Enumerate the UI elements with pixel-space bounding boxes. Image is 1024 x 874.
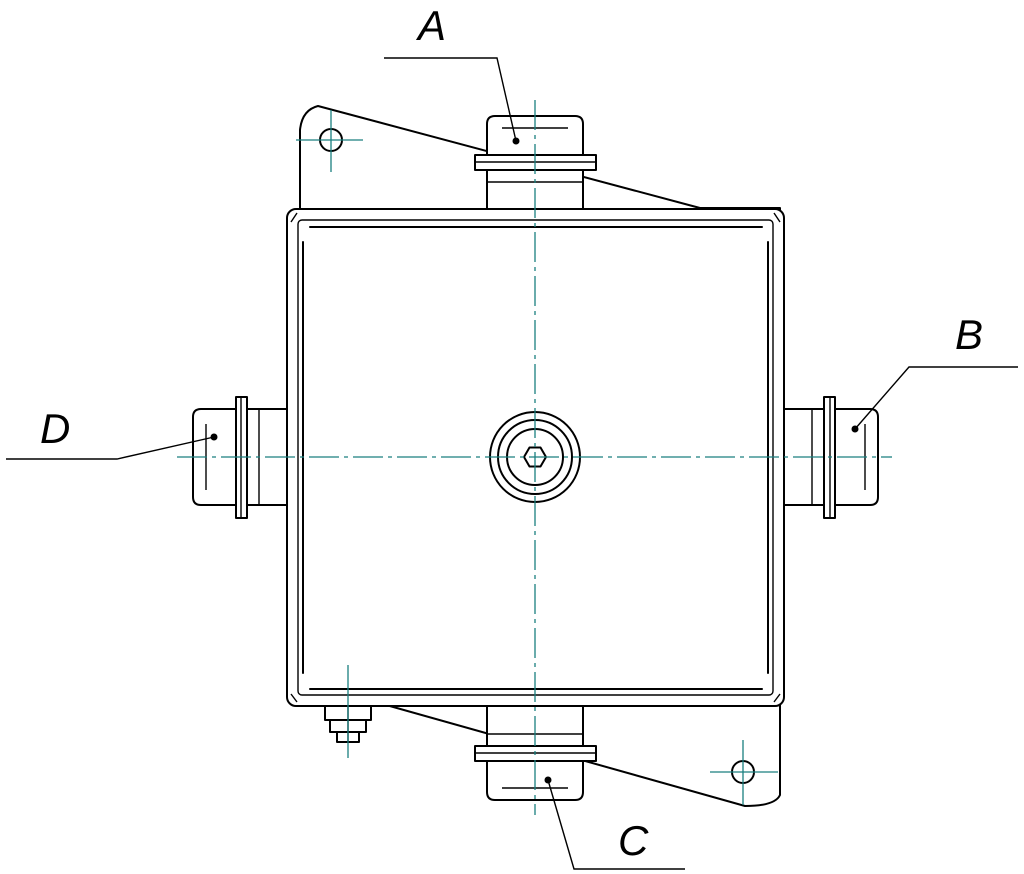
center-lines	[177, 100, 892, 815]
leader-lines	[6, 57, 1018, 870]
label-b: B	[955, 311, 983, 358]
label-c: C	[618, 817, 649, 864]
label-d: D	[40, 405, 70, 452]
label-a: A	[415, 2, 446, 49]
